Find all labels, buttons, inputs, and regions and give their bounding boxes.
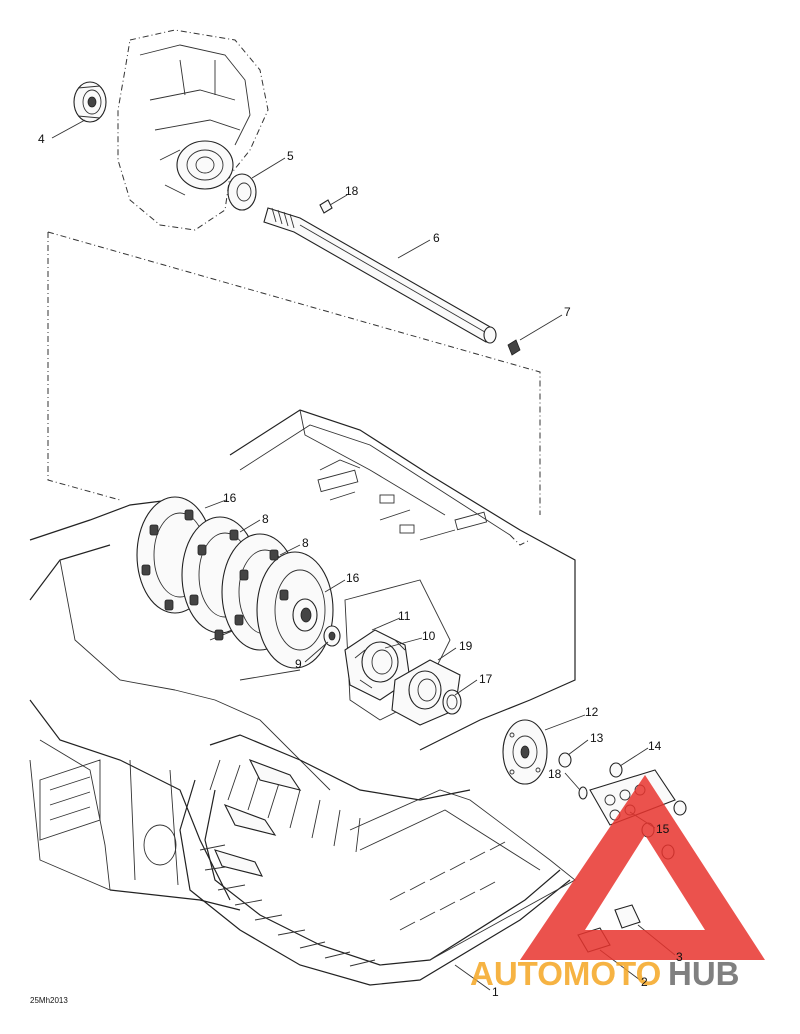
- nut-part-13: [558, 752, 572, 768]
- callout-10: 10: [422, 629, 436, 643]
- callout-12: 12: [585, 705, 599, 719]
- gearcase-housing: [117, 29, 269, 231]
- clip-part-18-bottom: [578, 786, 588, 800]
- watermark-triangle-icon: [520, 775, 765, 960]
- callout-18-top: 18: [345, 184, 359, 198]
- seal-parts-17-19: [391, 659, 462, 726]
- callout-3: 3: [676, 950, 683, 964]
- diagram-code: 25Mh2013: [30, 996, 68, 1005]
- callout-18-bottom: 18: [548, 767, 562, 781]
- callout-2: 2: [641, 975, 648, 989]
- drive-sprockets: [136, 496, 334, 669]
- callout-1: 1: [492, 985, 499, 999]
- track-part-1: [179, 734, 576, 986]
- callout-labels: 4 5 18 6 7 16 8 8 16 9 11 10 19 17 12 13…: [38, 132, 683, 999]
- callout-14: 14: [648, 739, 662, 753]
- drive-shaft-part-6: [263, 207, 521, 356]
- bearing-housing-parts-10-11: [344, 629, 411, 701]
- callout-4: 4: [38, 132, 45, 146]
- slider-part-3: [614, 904, 641, 929]
- washer-part-5: [227, 173, 257, 211]
- callout-16-bottom: 16: [346, 571, 360, 585]
- automotohub-watermark: AUTOMOTO HUB: [470, 775, 765, 992]
- watermark-text-hub: HUB: [668, 955, 740, 992]
- callout-8-bottom: 8: [302, 536, 309, 550]
- callout-13: 13: [590, 731, 604, 745]
- callout-17: 17: [479, 672, 493, 686]
- callout-19: 19: [459, 639, 473, 653]
- callout-8-top: 8: [262, 512, 269, 526]
- callout-5: 5: [287, 149, 294, 163]
- callout-9: 9: [295, 657, 302, 671]
- callout-11: 11: [398, 609, 411, 623]
- hub-part-12: [502, 719, 548, 785]
- callout-7: 7: [564, 305, 571, 319]
- phantom-boundary: [47, 231, 541, 515]
- callout-6: 6: [433, 231, 440, 245]
- watermark-text-automoto: AUTOMOTO: [470, 955, 661, 992]
- spacer-part-9: [323, 625, 341, 647]
- bearing-part-4: [73, 81, 107, 123]
- callout-16-top: 16: [223, 491, 237, 505]
- callout-15: 15: [656, 822, 670, 836]
- clip-part-18-top: [319, 199, 333, 214]
